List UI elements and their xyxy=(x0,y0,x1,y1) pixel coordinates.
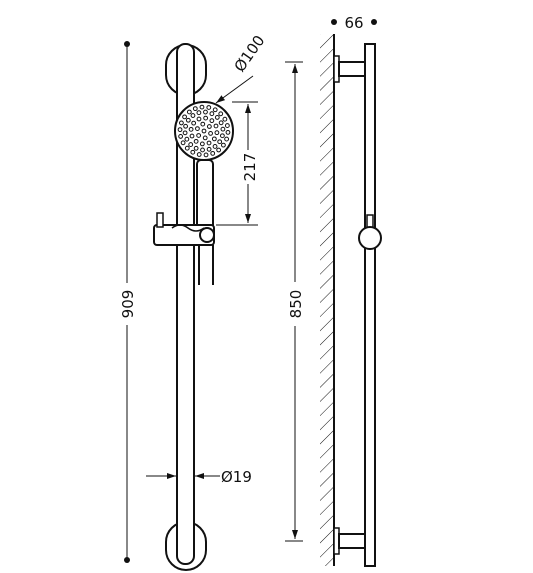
nozzle-dot xyxy=(220,133,225,139)
nozzle-dot xyxy=(184,136,190,142)
nozzle-dot xyxy=(209,111,215,117)
head-diameter-label: Ø100 xyxy=(231,32,269,75)
shower-head-nozzles xyxy=(177,104,231,158)
nozzle-dot xyxy=(191,120,197,126)
nozzle-dot xyxy=(218,120,224,126)
wall-projection-dimension: 66 xyxy=(331,14,377,32)
nozzle-dot xyxy=(179,120,184,126)
side-view: 66 850 xyxy=(285,14,382,567)
side-top-bracket xyxy=(333,55,366,83)
nozzle-dot xyxy=(189,133,195,139)
nozzle-dot xyxy=(182,130,188,136)
nozzle-dot xyxy=(225,129,231,135)
nozzle-dot xyxy=(213,123,219,129)
nozzle-dot xyxy=(202,135,208,141)
nozzle-dot xyxy=(188,142,194,147)
front-view: 909 Ø100 xyxy=(115,32,269,571)
head-offset-label: 217 xyxy=(241,153,259,182)
side-slider xyxy=(358,214,382,250)
rail xyxy=(176,43,195,565)
wall-projection-label: 66 xyxy=(344,14,363,32)
nozzle-dot xyxy=(200,121,206,127)
nozzle-dot xyxy=(203,109,208,115)
side-bottom-bracket xyxy=(333,527,366,555)
nozzle-dot xyxy=(177,127,183,133)
shower-head xyxy=(174,101,234,161)
nozzle-dot xyxy=(218,111,224,117)
nozzle-dot xyxy=(203,152,209,158)
nozzle-dot xyxy=(220,126,226,132)
rail-diameter-dimension: Ø19 xyxy=(146,468,252,486)
nozzle-dot xyxy=(222,116,228,122)
nozzle-dot xyxy=(214,115,220,120)
nozzle-dot xyxy=(214,130,220,136)
nozzle-dot xyxy=(183,123,189,129)
nozzle-dot xyxy=(206,124,212,129)
nozzle-dot xyxy=(190,149,196,155)
wall-section xyxy=(320,34,335,566)
head-offset-dimension: 217 xyxy=(216,101,259,226)
nozzle-dot xyxy=(208,131,213,136)
head-diameter-dimension: Ø100 xyxy=(215,32,269,104)
nozzle-dot xyxy=(224,123,230,128)
side-rail xyxy=(364,43,376,567)
nozzle-dot xyxy=(190,113,196,118)
nozzle-dot xyxy=(184,145,190,151)
nozzle-dot xyxy=(216,147,222,153)
nozzle-dot xyxy=(178,134,184,139)
total-height-dimension: 909 xyxy=(115,41,139,563)
nozzle-dot xyxy=(193,145,199,151)
nozzle-dot xyxy=(199,104,205,110)
hose xyxy=(198,245,214,285)
nozzle-dot xyxy=(192,106,198,112)
nozzle-dot xyxy=(221,142,226,148)
nozzle-dot xyxy=(180,140,186,146)
nozzle-dot xyxy=(210,150,216,156)
nozzle-dot xyxy=(196,133,202,138)
nozzle-dot xyxy=(212,144,218,149)
nozzle-dot xyxy=(185,117,191,123)
nozzle-dot xyxy=(212,107,218,113)
nozzle-dot xyxy=(200,147,205,153)
nozzle-dot xyxy=(196,110,202,116)
nozzle-dot xyxy=(206,146,212,152)
nozzle-dot xyxy=(186,109,192,115)
nozzle-dot xyxy=(211,136,217,142)
nozzle-dot xyxy=(196,116,202,122)
nozzle-dot xyxy=(201,128,207,134)
nozzle-dot xyxy=(199,141,205,147)
nozzle-dot xyxy=(206,105,212,110)
rail-diameter-label: Ø19 xyxy=(221,468,252,486)
total-height-label: 909 xyxy=(119,290,137,319)
rail-length-label: 850 xyxy=(287,290,305,319)
nozzle-dot xyxy=(206,140,212,146)
nozzle-dot xyxy=(209,118,215,124)
rail-length-dimension: 850 xyxy=(285,61,306,542)
nozzle-dot xyxy=(195,126,200,132)
nozzle-dot xyxy=(203,115,209,121)
nozzle-dot xyxy=(193,138,199,144)
nozzle-dot xyxy=(217,139,223,145)
nozzle-dot xyxy=(196,152,202,157)
slider-bracket xyxy=(153,212,215,246)
nozzle-dot xyxy=(182,114,187,120)
nozzle-dot xyxy=(188,126,194,132)
nozzle-dot xyxy=(224,136,230,142)
